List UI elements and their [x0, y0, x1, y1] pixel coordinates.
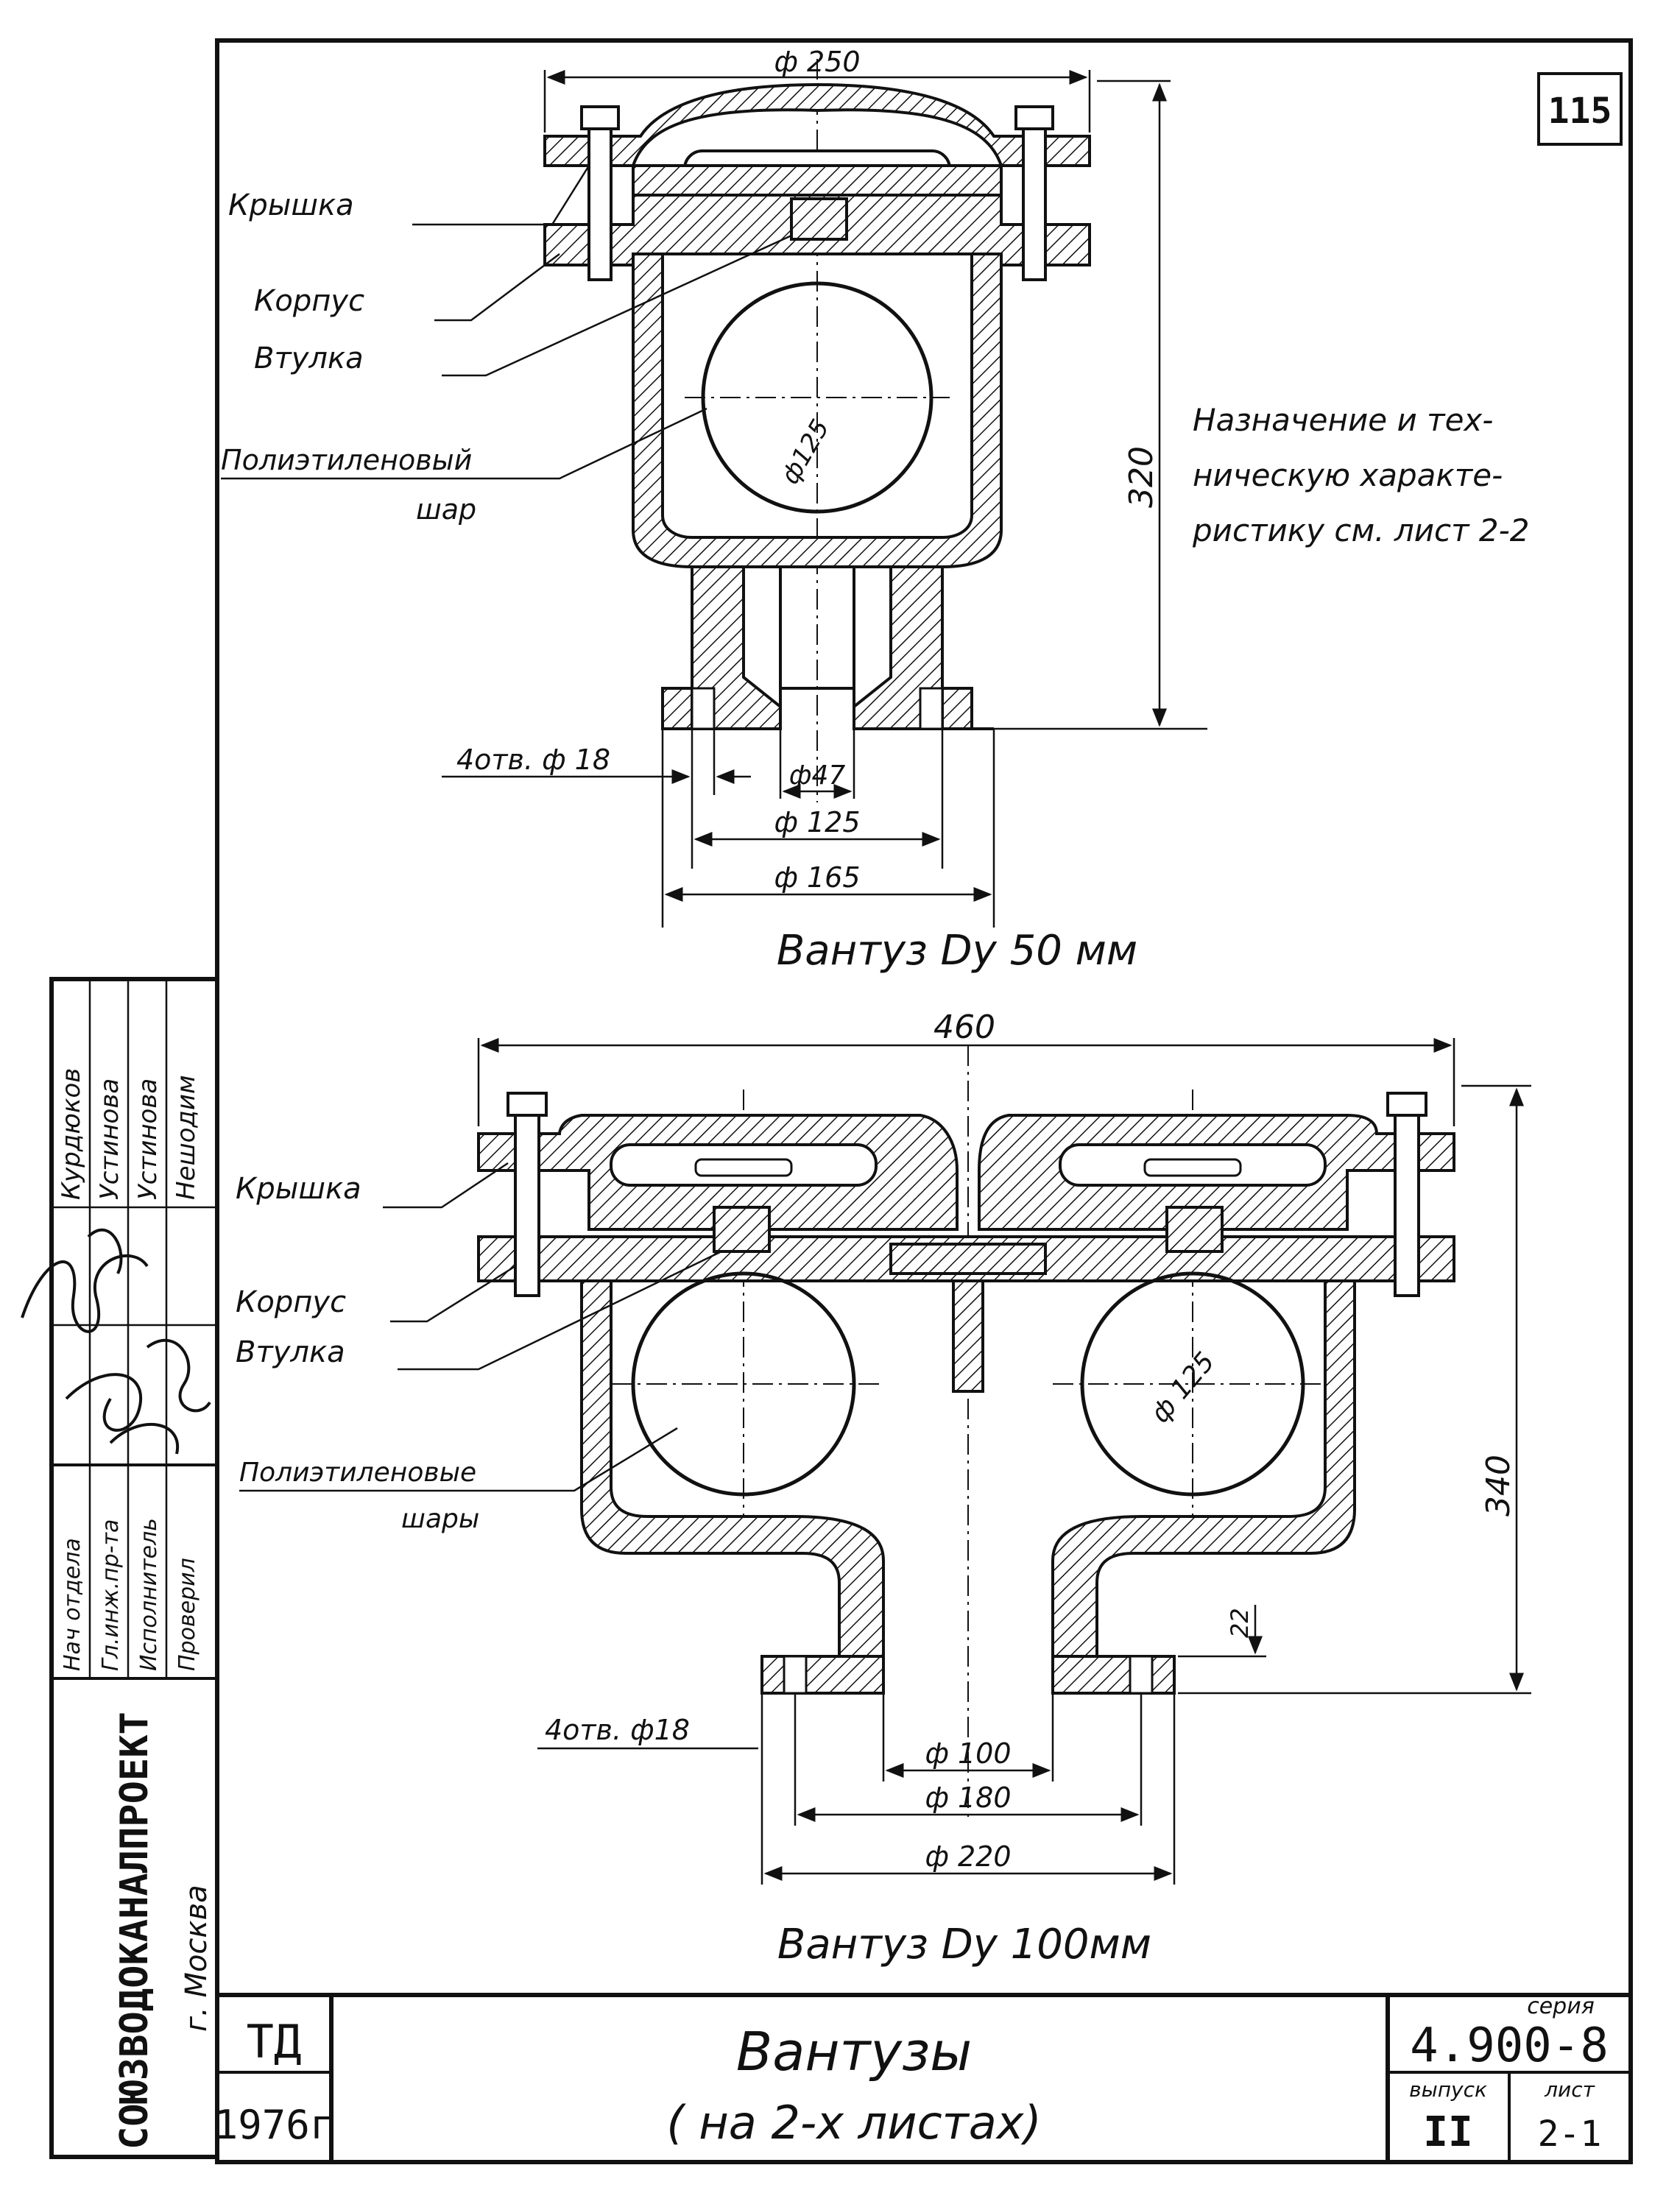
note-line-1: Назначение и тех- — [1193, 402, 1493, 438]
title-block: ТД 1976г Вантузы ( на 2-х листах) серия … — [214, 1993, 1631, 2162]
top-dim-d125: ф 125 — [774, 806, 860, 838]
top-dim-d250: ф 250 — [774, 46, 860, 78]
bottom-label-balls-2: шары — [401, 1504, 479, 1534]
role-1: Нач отдела — [60, 1538, 85, 1671]
bottom-label-balls-1: Полиэтиленовые — [239, 1458, 476, 1488]
top-label-ball-1: Полиэтиленовый — [221, 444, 472, 476]
top-dim-ball: ф125 — [775, 414, 836, 489]
role-4: Проверил — [174, 1558, 200, 1671]
note-line-3: ристику см. лист 2-2 — [1192, 512, 1530, 548]
bottom-dim-ball: ф 125 — [1145, 1346, 1221, 1428]
bottom-bushing-right — [1165, 1206, 1224, 1253]
top-label-ball-2: шар — [416, 493, 476, 526]
series-value: 4.900-8 — [1410, 2019, 1609, 2073]
top-note: Назначение и тех- ническую характе- рист… — [1192, 402, 1530, 548]
series-label: серия — [1527, 1994, 1595, 2019]
role-2: Гл.инж.пр-та — [98, 1519, 124, 1671]
top-caption: Вантуз Dy 50 мм — [777, 927, 1137, 975]
issue-label: выпуск — [1409, 2077, 1487, 2102]
role-3: Исполнитель — [136, 1518, 162, 1671]
bottom-dim-height: 340 — [1480, 1455, 1517, 1516]
issue-value: II — [1423, 2108, 1472, 2156]
page-number: 115 — [1548, 91, 1612, 132]
top-dim-d47: ф47 — [789, 760, 846, 791]
code-td: ТД — [247, 2015, 302, 2069]
year: 1976г — [214, 2102, 334, 2148]
bottom-dim-d220: ф 220 — [925, 1840, 1011, 1873]
city: г. Москва — [180, 1885, 213, 2032]
name-4: Нешодим — [172, 1075, 201, 1200]
bottom-dim-flange: 22 — [1226, 1608, 1254, 1638]
top-body — [632, 253, 1003, 568]
name-3: Устинова — [133, 1078, 163, 1200]
top-dim-d165: ф 165 — [774, 861, 860, 894]
bottom-caption: Вантуз Dy 100мм — [777, 1921, 1151, 1968]
bottom-vantuz-drawing — [477, 1045, 1455, 1818]
top-dim-holes: 4отв. ф 18 — [456, 744, 610, 776]
top-dim-height: 320 — [1123, 446, 1160, 508]
top-ball — [701, 281, 933, 514]
drawing-subtitle: ( на 2-х листах) — [666, 2096, 1041, 2150]
note-line-2: ническую характе- — [1193, 457, 1503, 493]
name-1: Курдюков — [57, 1068, 86, 1200]
bottom-ball-left — [631, 1271, 856, 1497]
bottom-dim-holes: 4отв. ф18 — [545, 1714, 690, 1746]
bottom-dim-d100: ф 100 — [925, 1737, 1011, 1770]
name-2: Устинова — [95, 1078, 124, 1200]
bottom-label-bushing: Втулка — [236, 1335, 345, 1369]
handwritten-signatures — [21, 1228, 211, 1455]
bottom-bushing-left — [713, 1206, 771, 1253]
sheet-value: 2-1 — [1538, 2113, 1602, 2155]
signature-stamp: Нач отдела Гл.инж.пр-та Исполнитель Пров… — [21, 977, 219, 2159]
page-number-box — [1537, 72, 1623, 146]
bottom-body-left — [580, 1279, 885, 1695]
bottom-body-right — [1051, 1279, 1356, 1695]
top-label-body: Корпус — [254, 284, 364, 318]
bottom-label-cover: Крышка — [236, 1172, 361, 1206]
bottom-ball-right — [1080, 1271, 1305, 1497]
bottom-dimensions: 460 ф 125 340 22 4отв. ф18 ф 100 ф 180 ф… — [236, 1009, 1531, 1885]
sheet-label: лист — [1544, 2077, 1595, 2102]
top-bushing — [790, 197, 848, 241]
org-name: СОЮЗВОДОКАНАЛПРОЕКТ — [113, 1712, 157, 2150]
bottom-label-body: Корпус — [236, 1285, 346, 1319]
bottom-dim-d180: ф 180 — [925, 1781, 1011, 1814]
top-label-bushing: Втулка — [254, 342, 364, 375]
top-dimensions: ф 250 ф125 320 4отв. ф 18 ф47 ф 125 ф 16… — [221, 46, 1207, 928]
bottom-dim-width: 460 — [933, 1009, 995, 1046]
top-label-cover: Крышка — [228, 188, 354, 222]
drawing-title: Вантузы — [736, 2021, 972, 2083]
top-vantuz-drawing — [543, 59, 1091, 802]
